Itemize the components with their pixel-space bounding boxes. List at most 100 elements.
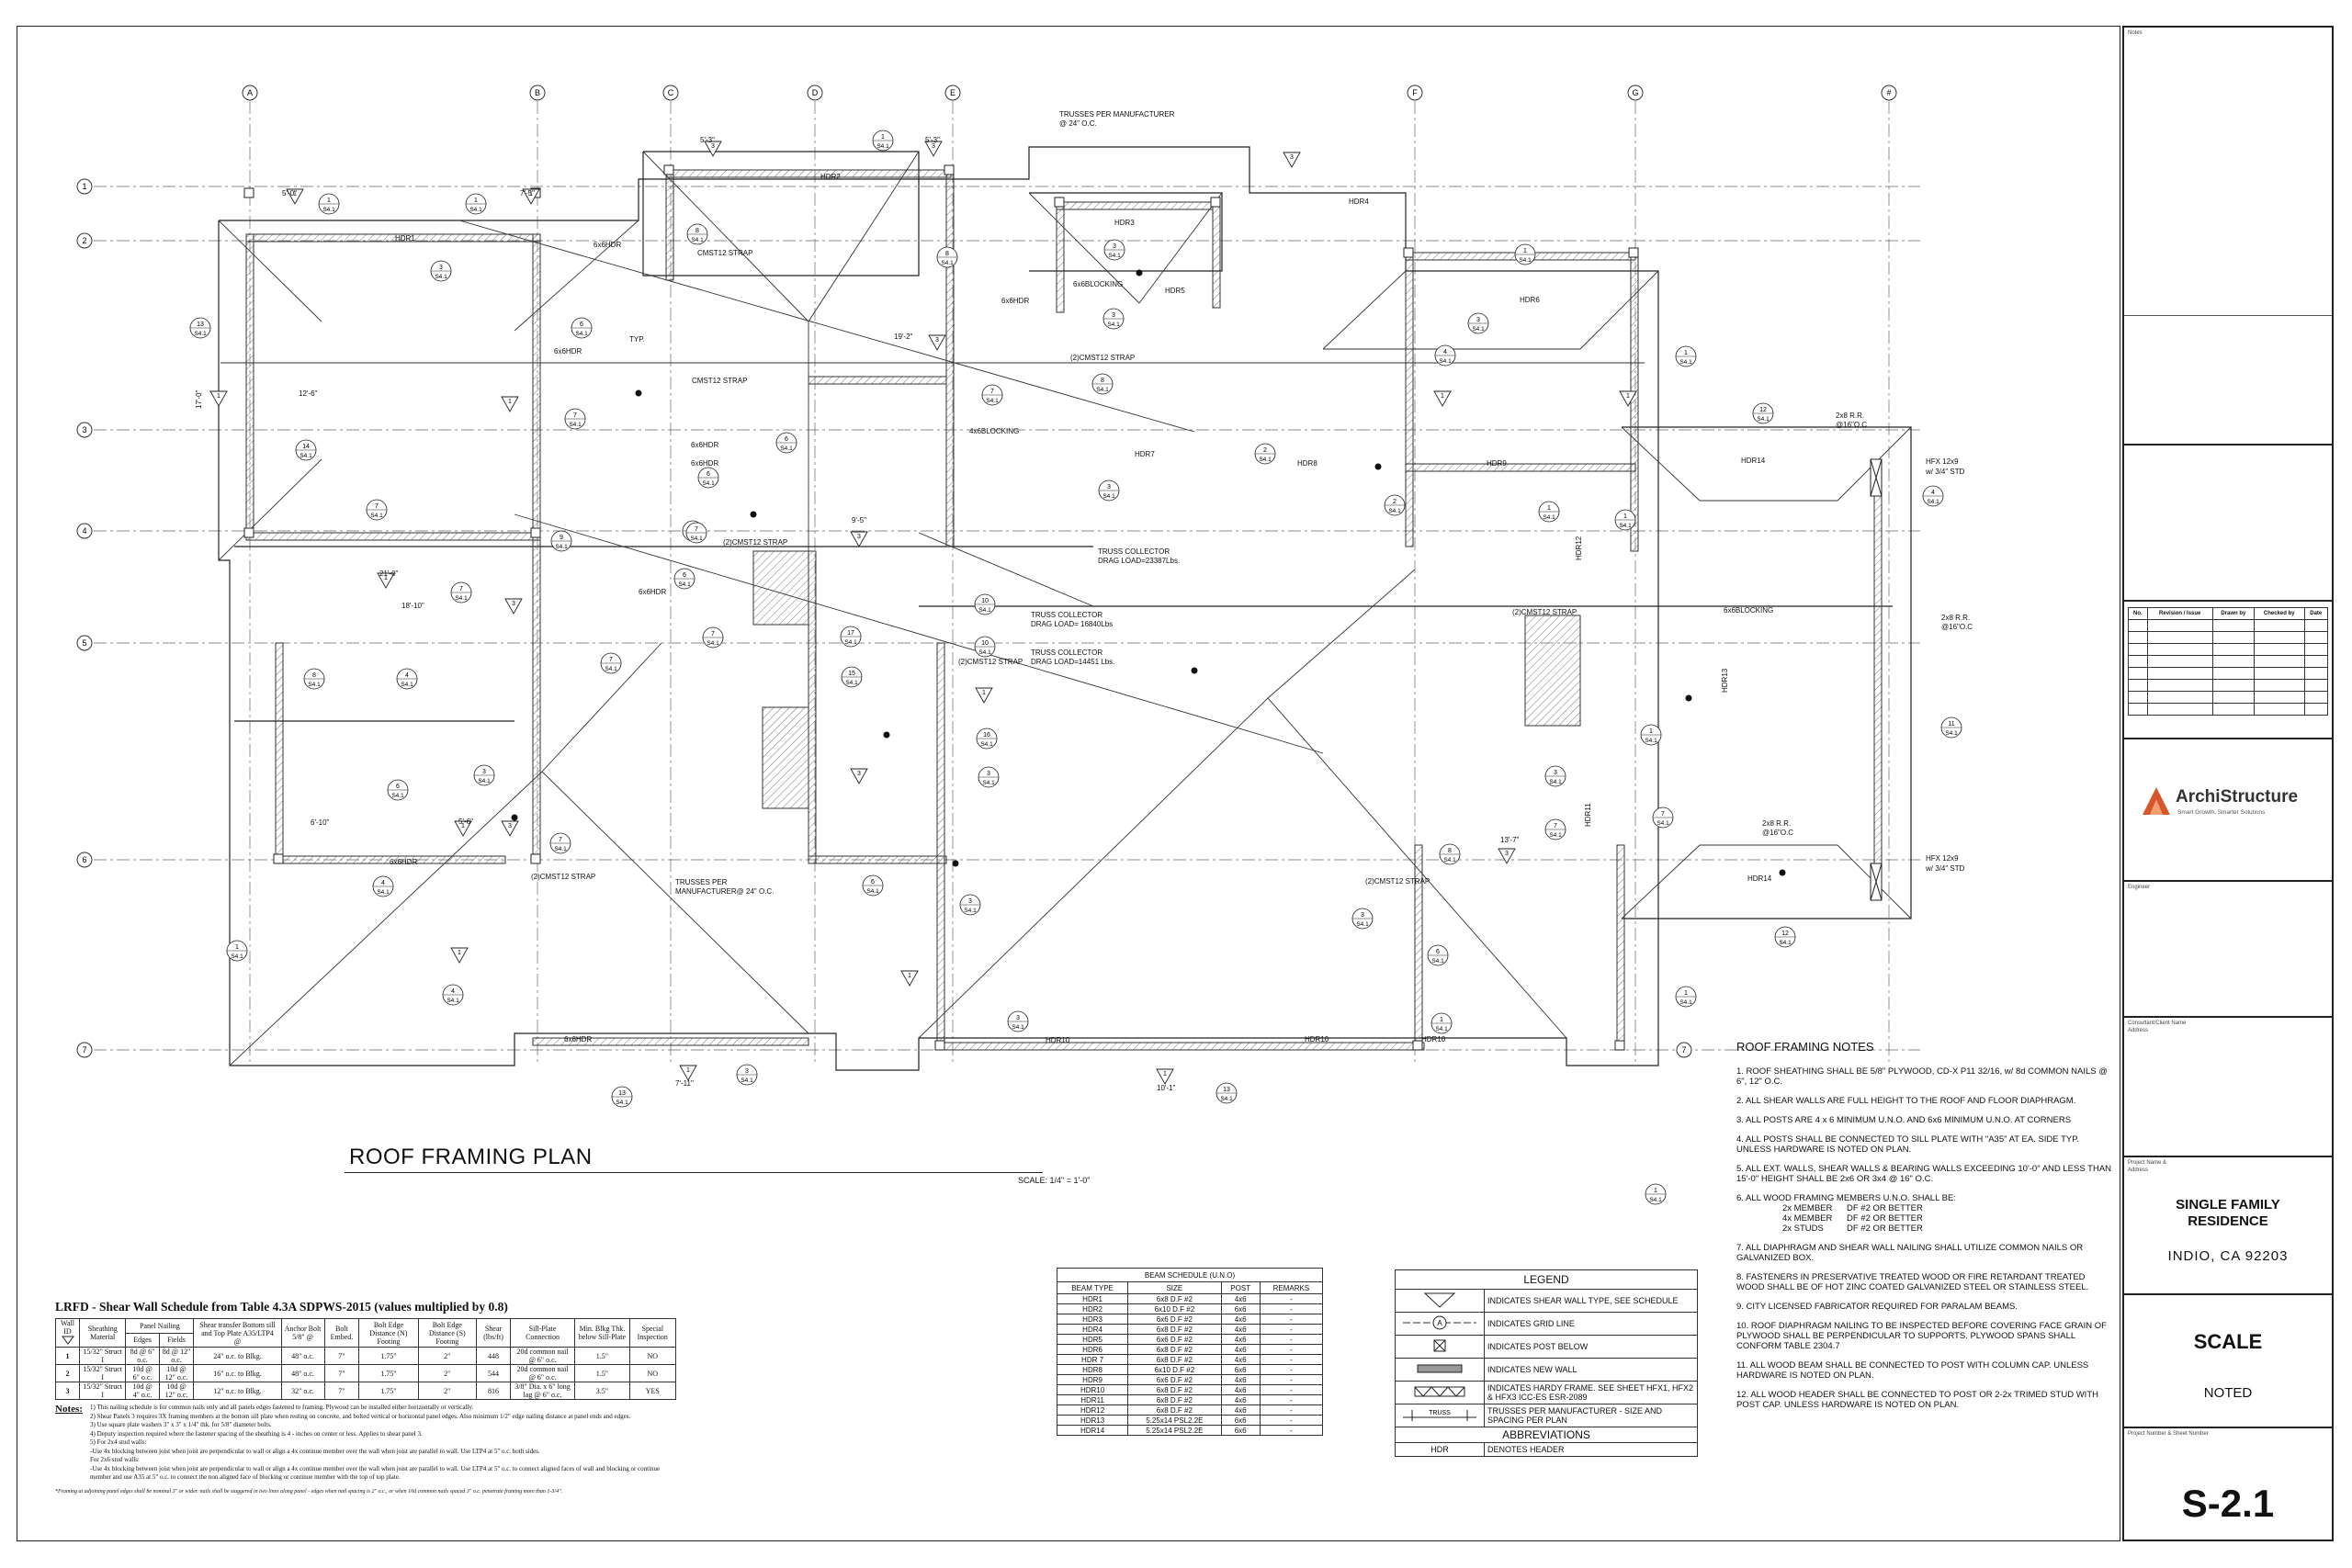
shear-wall-type-tag[interactable]: 1 (1619, 390, 1637, 407)
detail-tag[interactable]: 7S4.1 (702, 626, 724, 649)
header-label: HDR5 (1165, 287, 1185, 295)
detail-tag[interactable]: 2S4.1 (1254, 443, 1276, 465)
detail-tag[interactable]: 8S4.1 (686, 223, 708, 245)
detail-tag[interactable]: 7S4.1 (600, 652, 622, 674)
detail-tag[interactable]: 3S4.1 (1102, 308, 1125, 330)
detail-tag[interactable]: 1S4.1 (872, 130, 894, 152)
detail-tag[interactable]: 1S4.1 (1538, 501, 1560, 523)
detail-tag[interactable]: 7S4.1 (450, 581, 472, 604)
shear-wall-type-tag[interactable]: 3 (850, 768, 868, 784)
shear-wall-type-tag[interactable]: 1 (209, 390, 228, 407)
rr-label: 2x8 R.R. (1941, 614, 1971, 622)
detail-tag[interactable]: 6S4.1 (775, 432, 797, 454)
detail-tag[interactable]: 7S4.1 (1652, 807, 1674, 829)
shear-wall-type-tag[interactable]: 1 (286, 188, 304, 205)
detail-tag[interactable]: 6S4.1 (571, 317, 593, 339)
detail-tag[interactable]: 6S4.1 (862, 874, 884, 897)
detail-tag[interactable]: 3S4.1 (1098, 479, 1120, 502)
detail-tag[interactable]: 4S4.1 (442, 984, 464, 1006)
detail-tag[interactable]: 4S4.1 (396, 668, 418, 690)
header-label: 6x6HDR (554, 347, 582, 355)
detail-tag[interactable]: 1S4.1 (1675, 345, 1697, 367)
detail-tag[interactable]: 1S4.1 (1640, 724, 1662, 746)
shear-wall-type-tag[interactable]: 1 (450, 947, 469, 964)
detail-tag[interactable]: 2S4.1 (1384, 494, 1406, 516)
detail-tag[interactable]: 9S4.1 (550, 530, 572, 552)
project-name-1: SINGLE FAMILY (2176, 1197, 2280, 1213)
detail-tag[interactable]: 1S4.1 (1645, 1183, 1667, 1205)
detail-tag[interactable]: 1S4.1 (318, 193, 340, 215)
detail-tag[interactable]: 1S4.1 (1614, 509, 1636, 531)
shear-wall-type-tag[interactable]: 1 (454, 820, 472, 837)
detail-tag[interactable]: 7S4.1 (981, 384, 1003, 406)
svg-text:1: 1 (293, 191, 297, 197)
shear-wall-type-tag[interactable]: 3 (704, 141, 722, 157)
shear-wall-type-tag[interactable]: 1 (1156, 1068, 1174, 1085)
shear-wall-type-tag[interactable]: 3 (501, 820, 519, 837)
detail-tag[interactable]: 1S4.1 (226, 940, 248, 962)
detail-tag[interactable]: 3S4.1 (473, 764, 495, 786)
shear-wall-type-tag[interactable]: 3 (1498, 848, 1516, 864)
detail-tag[interactable]: 6S4.1 (1427, 944, 1449, 966)
detail-tag[interactable]: 6S4.1 (387, 779, 409, 801)
detail-tag[interactable]: 4S4.1 (1922, 485, 1944, 507)
detail-tag[interactable]: 3S4.1 (736, 1064, 758, 1086)
detail-tag[interactable]: 3S4.1 (1103, 239, 1125, 261)
detail-tag[interactable]: 7S4.1 (549, 832, 571, 854)
detail-tag[interactable]: 3S4.1 (959, 894, 981, 916)
grid-letter: G (1632, 88, 1638, 97)
detail-tag[interactable]: 8S4.1 (936, 246, 958, 268)
detail-tag[interactable]: 3S4.1 (978, 766, 1000, 788)
detail-tag[interactable]: 1S4.1 (1675, 986, 1697, 1008)
svg-text:S4.1: S4.1 (707, 640, 719, 647)
shear-wall-type-tag[interactable]: 1 (1433, 390, 1452, 407)
detail-tag[interactable]: 8S4.1 (1091, 373, 1114, 395)
detail-tag[interactable]: 4S4.1 (372, 875, 394, 897)
shear-wall-type-tag[interactable]: 3 (1283, 152, 1301, 168)
detail-tag[interactable]: 7S4.1 (564, 408, 586, 430)
detail-tag[interactable]: 1S4.1 (465, 193, 487, 215)
detail-tag[interactable]: 7S4.1 (1544, 818, 1566, 840)
detail-tag[interactable]: 6S4.1 (697, 467, 719, 489)
shear-wall-type-tag[interactable]: 1 (679, 1065, 697, 1081)
detail-tag[interactable]: 3S4.1 (1544, 765, 1566, 787)
detail-tag[interactable]: 7S4.1 (366, 499, 388, 521)
detail-tag[interactable]: 1S4.1 (1430, 1012, 1453, 1034)
detail-tag[interactable]: 7S4.1 (685, 522, 707, 544)
detail-tag[interactable]: 8S4.1 (303, 668, 325, 690)
detail-tag[interactable]: 3S4.1 (1351, 908, 1374, 930)
shear-wall-type-tag[interactable]: 3 (924, 141, 943, 157)
shear-wall-type-tag[interactable]: 1 (522, 188, 540, 205)
shear-wall-type-tag[interactable]: 3 (850, 531, 868, 547)
shear-wall-type-tag[interactable]: 1 (501, 396, 519, 412)
detail-tag[interactable]: 3S4.1 (1467, 312, 1489, 334)
detail-tag[interactable]: 4S4.1 (1434, 344, 1456, 367)
shear-wall-type-tag[interactable]: 3 (504, 598, 523, 615)
shear-wall-type-tag[interactable]: 1 (900, 970, 919, 987)
shear-wall-type-tag[interactable]: 1 (975, 687, 993, 704)
detail-tag[interactable]: 3S4.1 (430, 260, 452, 282)
shear-wall-type-tag[interactable]: 1 (377, 572, 395, 589)
detail-tag[interactable]: 1S4.1 (1514, 243, 1536, 265)
svg-text:7: 7 (1661, 811, 1665, 818)
shear-wall-type-tag[interactable]: 3 (928, 334, 946, 351)
beam-cell: HDR14 (1056, 1425, 1129, 1436)
detail-tag[interactable]: 6S4.1 (673, 568, 695, 590)
detail-tag[interactable]: 3S4.1 (1007, 1010, 1029, 1032)
detail-tag[interactable]: 8S4.1 (1439, 843, 1461, 865)
